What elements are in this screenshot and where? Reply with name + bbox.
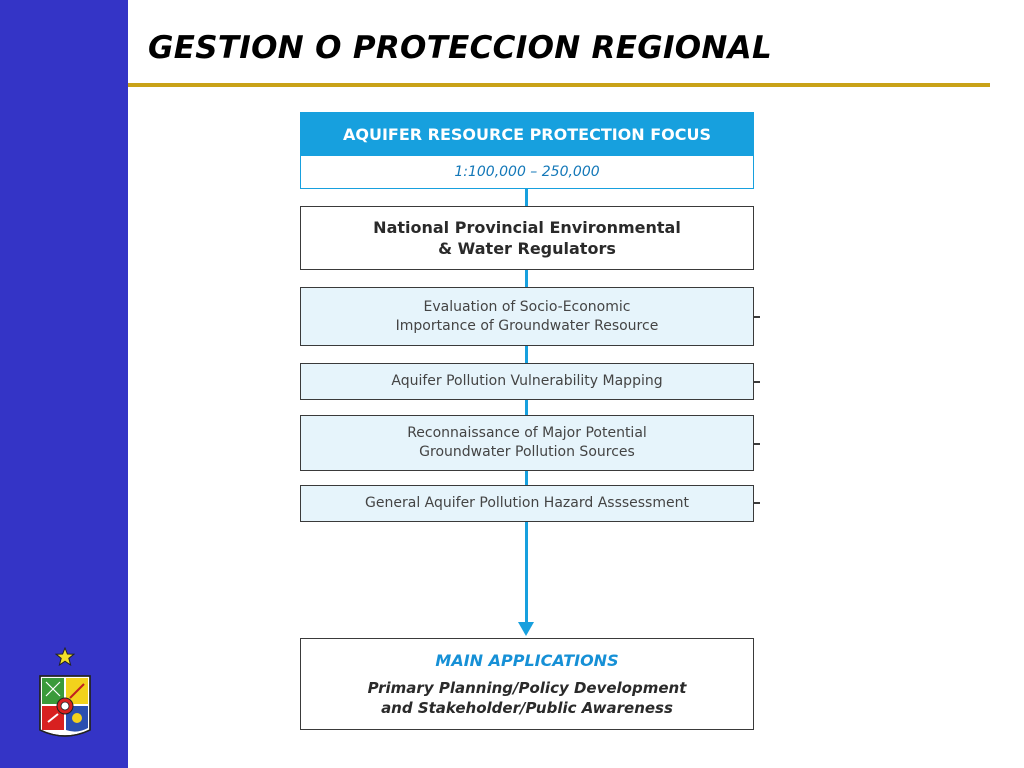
regulators-line-1: National Provincial Environmental	[373, 218, 681, 237]
applications-line-2: and Stakeholder/Public Awareness	[381, 698, 673, 717]
scale-box: 1:100,000 – 250,000	[300, 155, 754, 189]
step-4-line-1: General Aquifer Pollution Hazard Asssess…	[365, 495, 689, 511]
applications-box: MAIN APPLICATIONS Primary Planning/Polic…	[300, 638, 754, 730]
connector-step3-step4	[525, 470, 528, 486]
step-socio-economic: Evaluation of Socio-Economic Importance …	[300, 287, 754, 346]
connector-step4-applications	[525, 521, 528, 624]
star-icon	[55, 647, 75, 666]
step-3-line-1: Reconnaissance of Major Potential	[407, 425, 647, 441]
down-arrow-icon	[518, 622, 534, 636]
step-1-line-1: Evaluation of Socio-Economic	[423, 298, 631, 315]
step-3-side-tick	[754, 443, 760, 445]
connector-regulators-step1	[525, 269, 528, 288]
step-3-line-2: Groundwater Pollution Sources	[419, 444, 635, 460]
university-crest-icon	[39, 675, 91, 737]
applications-line-1: Primary Planning/Policy Development	[367, 678, 687, 697]
step-pollution-sources: Reconnaissance of Major Potential Ground…	[300, 415, 754, 471]
step-2-side-tick	[754, 381, 760, 383]
step-1-line-2: Importance of Groundwater Resource	[395, 317, 659, 334]
title-underline	[128, 83, 990, 87]
connector-step2-step3	[525, 399, 528, 416]
applications-title: MAIN APPLICATIONS	[435, 650, 619, 670]
connector-step1-step2	[525, 345, 528, 364]
connector-focus-regulators	[525, 189, 528, 206]
step-hazard-assessment: General Aquifer Pollution Hazard Asssess…	[300, 485, 754, 522]
regulators-line-2: & Water Regulators	[438, 239, 616, 258]
step-4-side-tick	[754, 502, 760, 504]
step-vulnerability-mapping: Aquifer Pollution Vulnerability Mapping	[300, 363, 754, 400]
regulators-box: National Provincial Environmental & Wate…	[300, 206, 754, 270]
focus-title-box: AQUIFER RESOURCE PROTECTION FOCUS	[300, 112, 754, 156]
left-sidebar-band	[0, 0, 128, 768]
step-1-side-tick	[754, 316, 760, 318]
step-2-line-1: Aquifer Pollution Vulnerability Mapping	[391, 373, 663, 389]
slide-title: GESTION O PROTECCION REGIONAL	[148, 30, 773, 66]
